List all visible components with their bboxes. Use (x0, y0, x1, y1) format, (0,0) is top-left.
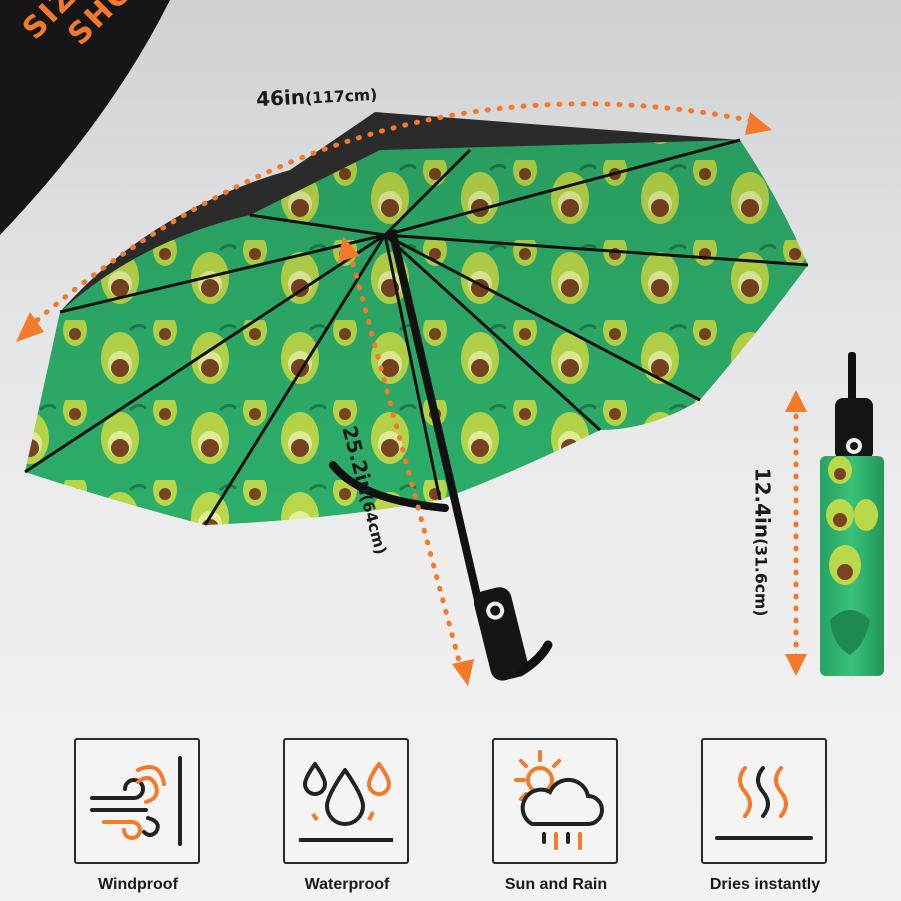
feature-dries-instantly-box (701, 738, 827, 864)
feature-windproof-box (74, 738, 200, 864)
heat-waves-icon (715, 766, 813, 840)
folded-dimension-label: 12.4in(31.6cm) (750, 467, 775, 617)
feature-sun-and-rain: Sun and Rain (492, 738, 620, 893)
feature-windproof-label: Windproof (98, 876, 178, 893)
corner-banner (0, 0, 170, 235)
feature-sun-and-rain-label: Sun and Rain (504, 876, 608, 893)
sun-rain-cloud-icon (514, 750, 604, 850)
feature-waterproof-label: Waterproof (304, 876, 390, 893)
feature-windproof: Windproof (74, 738, 202, 893)
wind-icon (90, 756, 182, 846)
feature-waterproof-box (283, 738, 409, 864)
feature-dries-instantly: Dries instantly (701, 738, 829, 893)
feature-waterproof: Waterproof (283, 738, 411, 893)
feature-dries-instantly-label: Dries instantly (709, 876, 821, 893)
water-drops-icon (299, 762, 393, 842)
feature-sun-and-rain-box (492, 738, 618, 864)
